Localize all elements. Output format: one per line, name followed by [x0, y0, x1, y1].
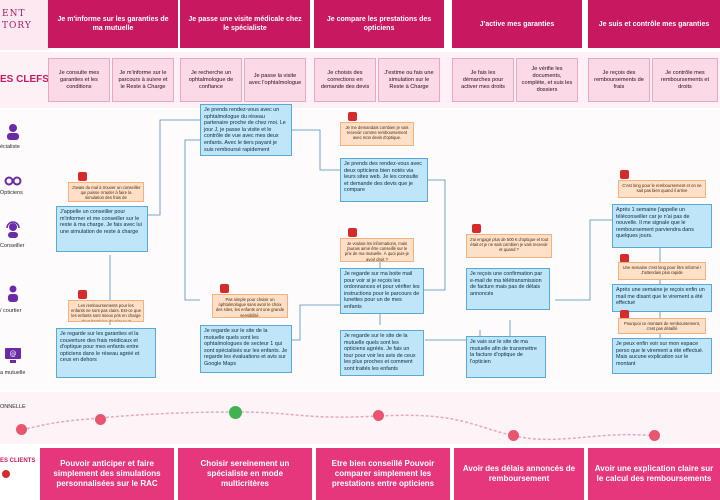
- sad-face-icon: [508, 430, 519, 441]
- sad-face-icon: [16, 424, 27, 435]
- sad-face-icon: [95, 414, 106, 425]
- need-card-conseil: Etre bien conseillé Pouvoir comparer sim…: [316, 448, 450, 500]
- row-label-emotion: ONNELLE: [0, 404, 26, 410]
- step-5: Je choisis des corrections en demande de…: [314, 58, 376, 102]
- sad-face-icon: [373, 410, 384, 421]
- note-teleconseiller: Après 1 semaine j'appelle un téléconseil…: [612, 204, 712, 248]
- sad-face-icon: [649, 430, 660, 441]
- quote-week: Une semaine c'est long pour être informé…: [618, 262, 706, 280]
- phase-control: Je suis et contrôle mes garanties: [588, 0, 720, 48]
- row-label-clients: ES CLIENTS: [0, 458, 36, 464]
- pain-point-icon: [78, 172, 87, 181]
- pain-point-icon: [620, 254, 629, 263]
- row-label-opticiens: Opticiens: [0, 190, 23, 196]
- pain-point-icon: [472, 224, 481, 233]
- glasses-icon: [4, 176, 22, 186]
- note-espace-perso: Je peux enfin voir sur mon espace perso …: [612, 338, 712, 374]
- quote-children: Les remboursements pour les enfants ne s…: [68, 300, 144, 322]
- row-label-mutuelle: a mutuelle: [0, 370, 26, 376]
- row-label-specialiste: écialiste: [0, 144, 20, 150]
- quote-long: C'est long pour le remboursement et on n…: [618, 180, 706, 198]
- row-label-clefs: ES CLEFS: [0, 74, 49, 85]
- quote-ophtalmo-choice: Pas simple pour choisir un ophtalmologue…: [212, 294, 288, 318]
- note-opticians-list: Je regarde sur le site de la mutuelle qu…: [340, 330, 424, 376]
- phase-compare: Je compare les prestations des opticiens: [314, 0, 444, 48]
- phase-inform: Je m'informe sur les garanties de ma mut…: [48, 0, 178, 48]
- need-card-explication: Avoir une explication claire sur le calc…: [588, 448, 720, 500]
- quote-montant: Pourquoi ce montant de remboursement, c'…: [618, 318, 706, 334]
- headset-icon: [6, 221, 20, 238]
- note-confirmation: Je reçois une confirmation par e-mail de…: [466, 268, 550, 310]
- quote-engaged: J'ai engagé plus de 500 € d'optique et t…: [466, 234, 552, 258]
- step-10: Je contrôle mes remboursements et droits: [652, 58, 718, 102]
- note-mutuelle-ophtalmo: Je regarde sur le site de la mutuelle qu…: [200, 325, 292, 373]
- step-9: Je reçois des remboursements de frais: [588, 58, 650, 102]
- note-conseiller-call: J'appelle un conseiller pour m'informer …: [56, 206, 148, 252]
- step-7: Je fais les démarches pour activer mes d…: [452, 58, 514, 102]
- svg-text:@: @: [10, 350, 17, 358]
- phase-activate: J'active mes garanties: [452, 0, 582, 48]
- pain-point-icon: [620, 310, 629, 319]
- pain-point-icon: [620, 170, 629, 179]
- computer-icon: @: [5, 348, 21, 363]
- phase-visit: Je passe une visite médicale chez le spé…: [180, 0, 310, 48]
- step-3: Je recherche un ophtalmologue de confian…: [180, 58, 242, 102]
- need-card-delais: Avoir des délais annoncés de rembourseme…: [454, 448, 584, 500]
- heart-icon: [2, 470, 10, 478]
- pain-point-icon: [348, 112, 357, 121]
- emotion-curve: [21, 411, 656, 441]
- note-mailbox: Je regarde sur ma boite mail pour voir s…: [340, 268, 424, 314]
- pain-point-icon: [78, 290, 87, 299]
- happy-face-icon: [229, 406, 242, 419]
- logo-text: ENT TORY: [2, 9, 32, 31]
- person-icon: [8, 285, 18, 302]
- need-card-simulation: Pouvoir anticiper et faire simplement de…: [40, 448, 174, 500]
- quote-simulation: J'avais du mal à trouver un conseiller q…: [68, 182, 144, 202]
- step-1: Je consulte mes garanties et les conditi…: [48, 58, 110, 102]
- step-4: Je passe la visite avec l'ophtalmologue: [244, 58, 306, 102]
- logo: ENT TORY: [0, 0, 50, 50]
- pain-point-icon: [348, 228, 357, 237]
- row-label-conseiller: Conseiller: [0, 243, 25, 249]
- specialist-icon: [7, 124, 19, 140]
- quote-remboursement: Je me demandais combien je vais recevoir…: [340, 122, 414, 146]
- step-2: Je m'informe sur le parcours à suivre et…: [112, 58, 174, 102]
- need-card-specialist: Choisir sereinement un spécialiste en mo…: [178, 448, 312, 500]
- step-8: Je vérifie les documents, complète, et s…: [516, 58, 578, 102]
- quote-conseil: Je voulais les informations, mais j'aura…: [340, 238, 414, 262]
- note-mutuelle-check: Je regarde sur les garanties et la couve…: [56, 328, 156, 378]
- note-specialist-visit: Je prends rendez-vous avec un ophtalmolo…: [200, 104, 292, 156]
- note-invoice: Je vais sur le site de ma mutuelle afin …: [466, 336, 546, 378]
- note-mail-virement: Après une semaine je reçois enfin un mai…: [612, 284, 712, 312]
- note-optician-quotes: Je prends des rendez-vous avec deux opti…: [340, 158, 428, 202]
- row-label-courtier: / courtier: [0, 308, 22, 314]
- pain-point-icon: [220, 284, 229, 293]
- step-6: J'estime ou fais une simulation sur le R…: [378, 58, 440, 102]
